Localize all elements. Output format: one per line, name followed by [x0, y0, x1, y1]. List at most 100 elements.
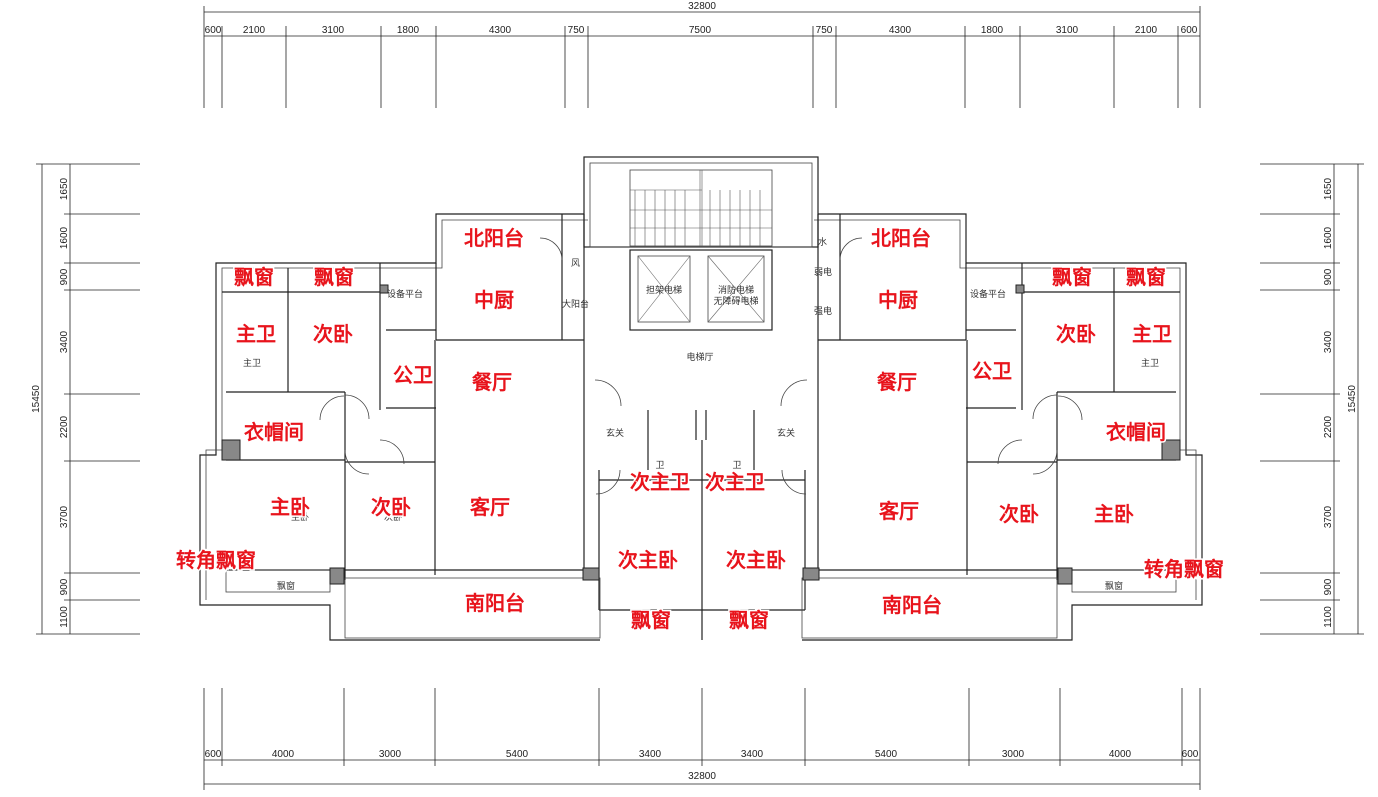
right-total-dim: 15450 — [1347, 385, 1358, 413]
label-pipe: 大阳台 — [562, 298, 589, 310]
top-dim-10: 1800 — [981, 25, 1004, 36]
right-dimension-chain: 1650 1600 900 3400 2200 3700 900 1100 15… — [1260, 163, 1364, 635]
room-master-bath-left: 主卫 — [236, 322, 276, 346]
bottom-dim-4: 5400 — [506, 749, 529, 760]
bottom-dim-10: 600 — [1182, 749, 1199, 760]
top-dimension-chain: 32800 600 2100 3100 1800 4300 750 7500 7… — [203, 1, 1201, 108]
bottom-dim-6: 3400 — [741, 749, 764, 760]
left-dim-5: 2200 — [59, 415, 70, 438]
bottom-dimension-chain: 600 4000 3000 5400 3400 3400 5400 3000 4… — [203, 688, 1201, 790]
room-south-balcony-left: 南阳台 — [465, 591, 525, 615]
room-kitchen-left: 中厨 — [474, 288, 514, 312]
top-dim-5: 4300 — [489, 25, 512, 36]
room-cloakroom-right: 衣帽间 — [1106, 420, 1166, 444]
top-dim-2: 2100 — [243, 25, 266, 36]
top-dim-3: 3100 — [322, 25, 345, 36]
room-south-balcony-right: 南阳台 — [882, 593, 942, 617]
room-secondary-bed-right-bottom: 次卧 — [999, 502, 1039, 526]
bottom-dim-1: 600 — [205, 749, 222, 760]
room-living-left: 客厅 — [469, 495, 510, 519]
room-secondary-bed-left-bottom: 次卧 — [371, 495, 411, 519]
top-dim-9: 4300 — [889, 25, 912, 36]
room-living-right: 客厅 — [878, 499, 919, 523]
room-bay-window-4: 飘窗 — [1126, 265, 1166, 289]
left-dim-1: 1650 — [59, 177, 70, 200]
room-public-bath-left: 公卫 — [393, 363, 433, 387]
top-dim-11: 3100 — [1056, 25, 1079, 36]
top-dim-7: 7500 — [689, 25, 712, 36]
top-dim-1: 600 — [205, 25, 222, 36]
right-dim-7: 900 — [1323, 578, 1334, 595]
top-dim-4: 1800 — [397, 25, 420, 36]
label-wind: 风 — [571, 258, 580, 269]
bottom-dim-2: 4000 — [272, 749, 295, 760]
right-dim-4: 3400 — [1323, 330, 1334, 353]
label-bay-left-small: 飘窗 — [277, 580, 295, 592]
room-secondary-bed-left-top: 次卧 — [313, 322, 353, 346]
room-master-bed-right: 主卧 — [1094, 502, 1134, 526]
label-foyer-right: 玄关 — [777, 427, 795, 439]
left-dim-3: 900 — [59, 268, 70, 285]
room-labels: 北阳台 北阳台 飘窗 飘窗 飘窗 飘窗 中厨 中厨 主卫 主卫 次卧 次卧 公卫… — [175, 225, 1226, 634]
label-foyer-left: 玄关 — [606, 427, 624, 439]
cad-small-labels: 设备平台 设备平台 风 大阳台 水 弱电 强电 担架电梯 消防电梯 无障碍电梯 … — [243, 236, 1159, 592]
room-bay-window-1: 飘窗 — [234, 265, 274, 289]
label-secondary-bed-small: 次卧 — [384, 511, 402, 523]
top-total-dim: 32800 — [688, 1, 716, 12]
room-master-bed-left: 主卧 — [270, 495, 310, 519]
bottom-dim-3: 3000 — [379, 749, 402, 760]
top-dim-8: 750 — [816, 25, 833, 36]
right-dim-3: 900 — [1323, 268, 1334, 285]
bottom-dim-9: 4000 — [1109, 749, 1132, 760]
bottom-dim-5: 3400 — [639, 749, 662, 760]
right-dim-5: 2200 — [1323, 415, 1334, 438]
room-second-master-bath-right: 次主卫 — [705, 470, 765, 494]
room-public-bath-right: 公卫 — [972, 359, 1012, 383]
label-device-platform-right: 设备平台 — [970, 288, 1006, 300]
room-kitchen-right: 中厨 — [878, 288, 918, 312]
label-bay-right-small: 飘窗 — [1105, 580, 1123, 592]
room-bay-window-3: 飘窗 — [1052, 265, 1092, 289]
left-dim-6: 3700 — [59, 505, 70, 528]
right-dim-8: 1100 — [1323, 606, 1334, 628]
room-cloakroom-left: 衣帽间 — [244, 420, 304, 444]
room-second-master-bed-right: 次主卧 — [726, 548, 786, 572]
top-dim-6: 750 — [568, 25, 585, 36]
left-dim-4: 3400 — [59, 330, 70, 353]
room-dining-left: 餐厅 — [472, 370, 512, 394]
left-dimension-chain: 15450 1650 1600 900 3400 2200 3700 900 1… — [31, 163, 140, 635]
label-wei-left: 卫 — [655, 461, 664, 471]
left-dim-7: 900 — [59, 578, 70, 595]
right-dim-6: 3700 — [1323, 505, 1334, 528]
right-dim-1: 1650 — [1323, 177, 1334, 200]
room-secondary-bed-right-top: 次卧 — [1056, 322, 1096, 346]
room-corner-bay-right: 转角飘窗 — [1144, 557, 1224, 581]
room-second-master-bed-left: 次主卧 — [618, 548, 678, 572]
room-dining-right: 餐厅 — [877, 370, 917, 394]
label-master-bath-right-small: 主卫 — [1141, 357, 1159, 369]
left-total-dim: 15450 — [31, 385, 42, 413]
label-elevator-hall: 电梯厅 — [686, 351, 713, 363]
building-walls — [199, 156, 1203, 641]
right-dim-2: 1600 — [1323, 226, 1334, 249]
room-second-master-bath-left: 次主卫 — [630, 470, 690, 494]
left-dim-2: 1600 — [59, 226, 70, 249]
label-device-platform-left: 设备平台 — [387, 288, 423, 300]
bottom-total-dim: 32800 — [688, 771, 716, 782]
label-weak-power: 弱电 — [814, 266, 832, 278]
label-strong-power: 强电 — [814, 305, 832, 317]
room-corner-bay-left: 转角飘窗 — [176, 548, 256, 572]
bottom-dim-7: 5400 — [875, 749, 898, 760]
top-dim-13: 600 — [1181, 25, 1198, 36]
label-master-small: 主卧 — [291, 511, 309, 523]
label-master-bath-left-small: 主卫 — [243, 357, 261, 369]
bottom-dim-8: 3000 — [1002, 749, 1025, 760]
room-master-bath-right: 主卫 — [1132, 322, 1172, 346]
top-dim-12: 2100 — [1135, 25, 1158, 36]
room-north-balcony-left: 北阳台 — [464, 226, 524, 250]
left-dim-8: 1100 — [59, 606, 70, 628]
label-wei-right: 卫 — [732, 461, 741, 471]
room-bay-window-5: 飘窗 — [631, 608, 671, 632]
room-bay-window-6: 飘窗 — [729, 608, 769, 632]
